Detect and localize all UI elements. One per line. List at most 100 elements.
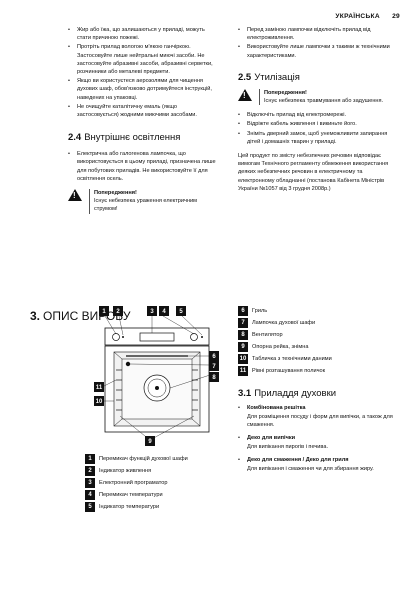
section-number: 2.4 [68,132,82,144]
warning-triangle-icon: ! [68,189,82,202]
page-number: 29 [392,13,400,20]
legend-text: Перемикач температури [99,492,163,498]
section-title: Утилізація [254,71,300,83]
legend-row: 7 Лампочка духової шафи [238,317,332,329]
legend-number: 10 [238,354,248,364]
legend-text: Гриль [252,308,268,314]
callout-4: 4 [159,306,169,316]
callout-9: 9 [145,436,155,446]
accessory-item: Деко для випічки Для випікання пирогів і… [238,434,398,451]
legend-number: 2 [85,466,95,476]
legend-text: Опорна рейка, знімна [252,344,309,350]
legend-text: Табличка з технічними даними [252,356,332,362]
accessory-name: Деко для випічки [238,434,398,442]
list-item: Не очищуйте каталітичну емаль (якщо заст… [68,103,220,119]
regulation-paragraph: Цей продукт по змісту небезпечних речови… [238,153,389,192]
callout-10: 10 [94,396,104,406]
legend-number: 7 [238,318,248,328]
warning-text: Існує небезпека травмування або задушенн… [264,98,384,105]
list-item: Використовуйте лише лампочки з такими ж … [238,43,393,59]
section-number: 3.1 [238,388,252,399]
legend-number: 3 [85,478,95,488]
legend-number: 1 [85,454,95,464]
legend-row: 6 Гриль [238,305,332,317]
callout-8: 8 [209,372,219,382]
accessory-desc: Для розміщення посуду і форм для випічки… [247,414,393,428]
warning-heading: Попередження! [264,89,307,96]
accessory-item: Комбінована решітка Для розміщення посуд… [238,404,398,429]
right-bullets-2-5: Відключіть прилад від електромережі. Від… [238,111,393,146]
legend-row: 3 Електронний програматор [85,477,188,489]
section-title: Внутрішнє освітлення [84,132,181,144]
warning-text: Існує небезпека ураження електричним стр… [94,198,198,213]
accessory-desc: Для випікання пирогів і печива. [247,444,328,450]
list-item: Зніміть дверний замок, щоб унеможливити … [238,130,393,146]
list-item: Відключіть прилад від електромережі. [238,111,393,119]
accessory-name-text: Деко для смаження / Деко для гриля [247,457,349,463]
list-item: Електрична або галогенова лампочка, що в… [68,150,220,183]
warning-2-4: ! Попередження! Існує небезпека ураження… [68,189,220,214]
left-bullets-2-4: Електрична або галогенова лампочка, що в… [68,150,220,183]
legend-number: 11 [238,366,248,376]
callout-1: 1 [99,306,109,316]
section-title: Приладдя духовки [254,388,337,399]
legend-row: 5 Індикатор температури [85,501,188,513]
legend-text: Вентилятор [252,332,283,338]
warning-2-5: ! Попередження! Існує небезпека травмува… [238,88,393,106]
accessory-item: Деко для смаження / Деко для гриля Для в… [238,456,398,473]
callout-6: 6 [209,351,219,361]
accessory-desc: Для випікання і смаження чи для збирання… [247,466,374,472]
right-column: Перед заміною лампочки відключіть прилад… [238,26,393,193]
list-item: Відріжте кабель живлення і викиньте його… [238,120,393,128]
callout-5: 5 [176,306,186,316]
legend-row: 11 Рівні розташування поличок [238,365,332,377]
page-header: УКРАЇНСЬКА 29 [325,13,400,20]
accessory-name-text: Деко для випічки [247,435,296,441]
callout-11: 11 [94,382,104,392]
callout-7: 7 [209,361,219,371]
right-bullets-top: Перед заміною лампочки відключіть прилад… [238,26,393,60]
section-number: 2.5 [238,71,252,83]
accessory-name-text: Комбінована решітка [247,405,306,411]
list-item: Якщо ви користуєтеся аерозолями для чище… [68,77,220,102]
legend-text: Перемикач функцій духової шафи [99,456,188,462]
legend-text: Індикатор живлення [99,468,152,474]
list-item: Протріть прилад вологою м'якою ганчіркою… [68,43,220,76]
accessory-name: Комбінована решітка [238,404,398,412]
warning-text-block: Попередження! Існує небезпека ураження е… [89,189,220,214]
left-bullets-top: Жир або їжа, що залишаються у приладі, м… [68,26,220,119]
accessory-name: Деко для смаження / Деко для гриля [238,456,398,464]
warning-text-block: Попередження! Існує небезпека травмуванн… [259,88,384,106]
legend-number: 4 [85,490,95,500]
list-item: Жир або їжа, що залишаються у приладі, м… [68,26,220,42]
warning-heading: Попередження! [94,190,137,197]
list-item: Перед заміною лампочки відключіть прилад… [238,26,393,42]
legend-number: 8 [238,330,248,340]
legend-row: 10 Табличка з технічними даними [238,353,332,365]
callout-2: 2 [113,306,123,316]
callout-3: 3 [147,306,157,316]
warning-triangle-icon: ! [238,88,252,101]
oven-diagram: 1 2 3 4 5 6 7 8 9 10 11 [92,306,222,456]
legend-number: 6 [238,306,248,316]
legend-row: 1 Перемикач функцій духової шафи [85,453,188,465]
legend-right: 6 Гриль 7 Лампочка духової шафи 8 Вентилято… [238,305,332,377]
legend-number: 9 [238,342,248,352]
legend-text: Електронний програматор [99,480,168,486]
legend-text: Індикатор температури [99,504,160,510]
legend-row: 8 Вентилятор [238,329,332,341]
legend-row: 2 Індикатор живлення [85,465,188,477]
legend-row: 9 Опорна рейка, знімна [238,341,332,353]
legend-row: 4 Перемикач температури [85,489,188,501]
legend-text: Рівні розташування поличок [252,368,326,374]
section-number: 3. [30,309,41,323]
legend-number: 5 [85,502,95,512]
language-label: УКРАЇНСЬКА [335,13,380,20]
legend-text: Лампочка духової шафи [252,320,316,326]
left-column: Жир або їжа, що залишаються у приладі, м… [68,26,220,214]
